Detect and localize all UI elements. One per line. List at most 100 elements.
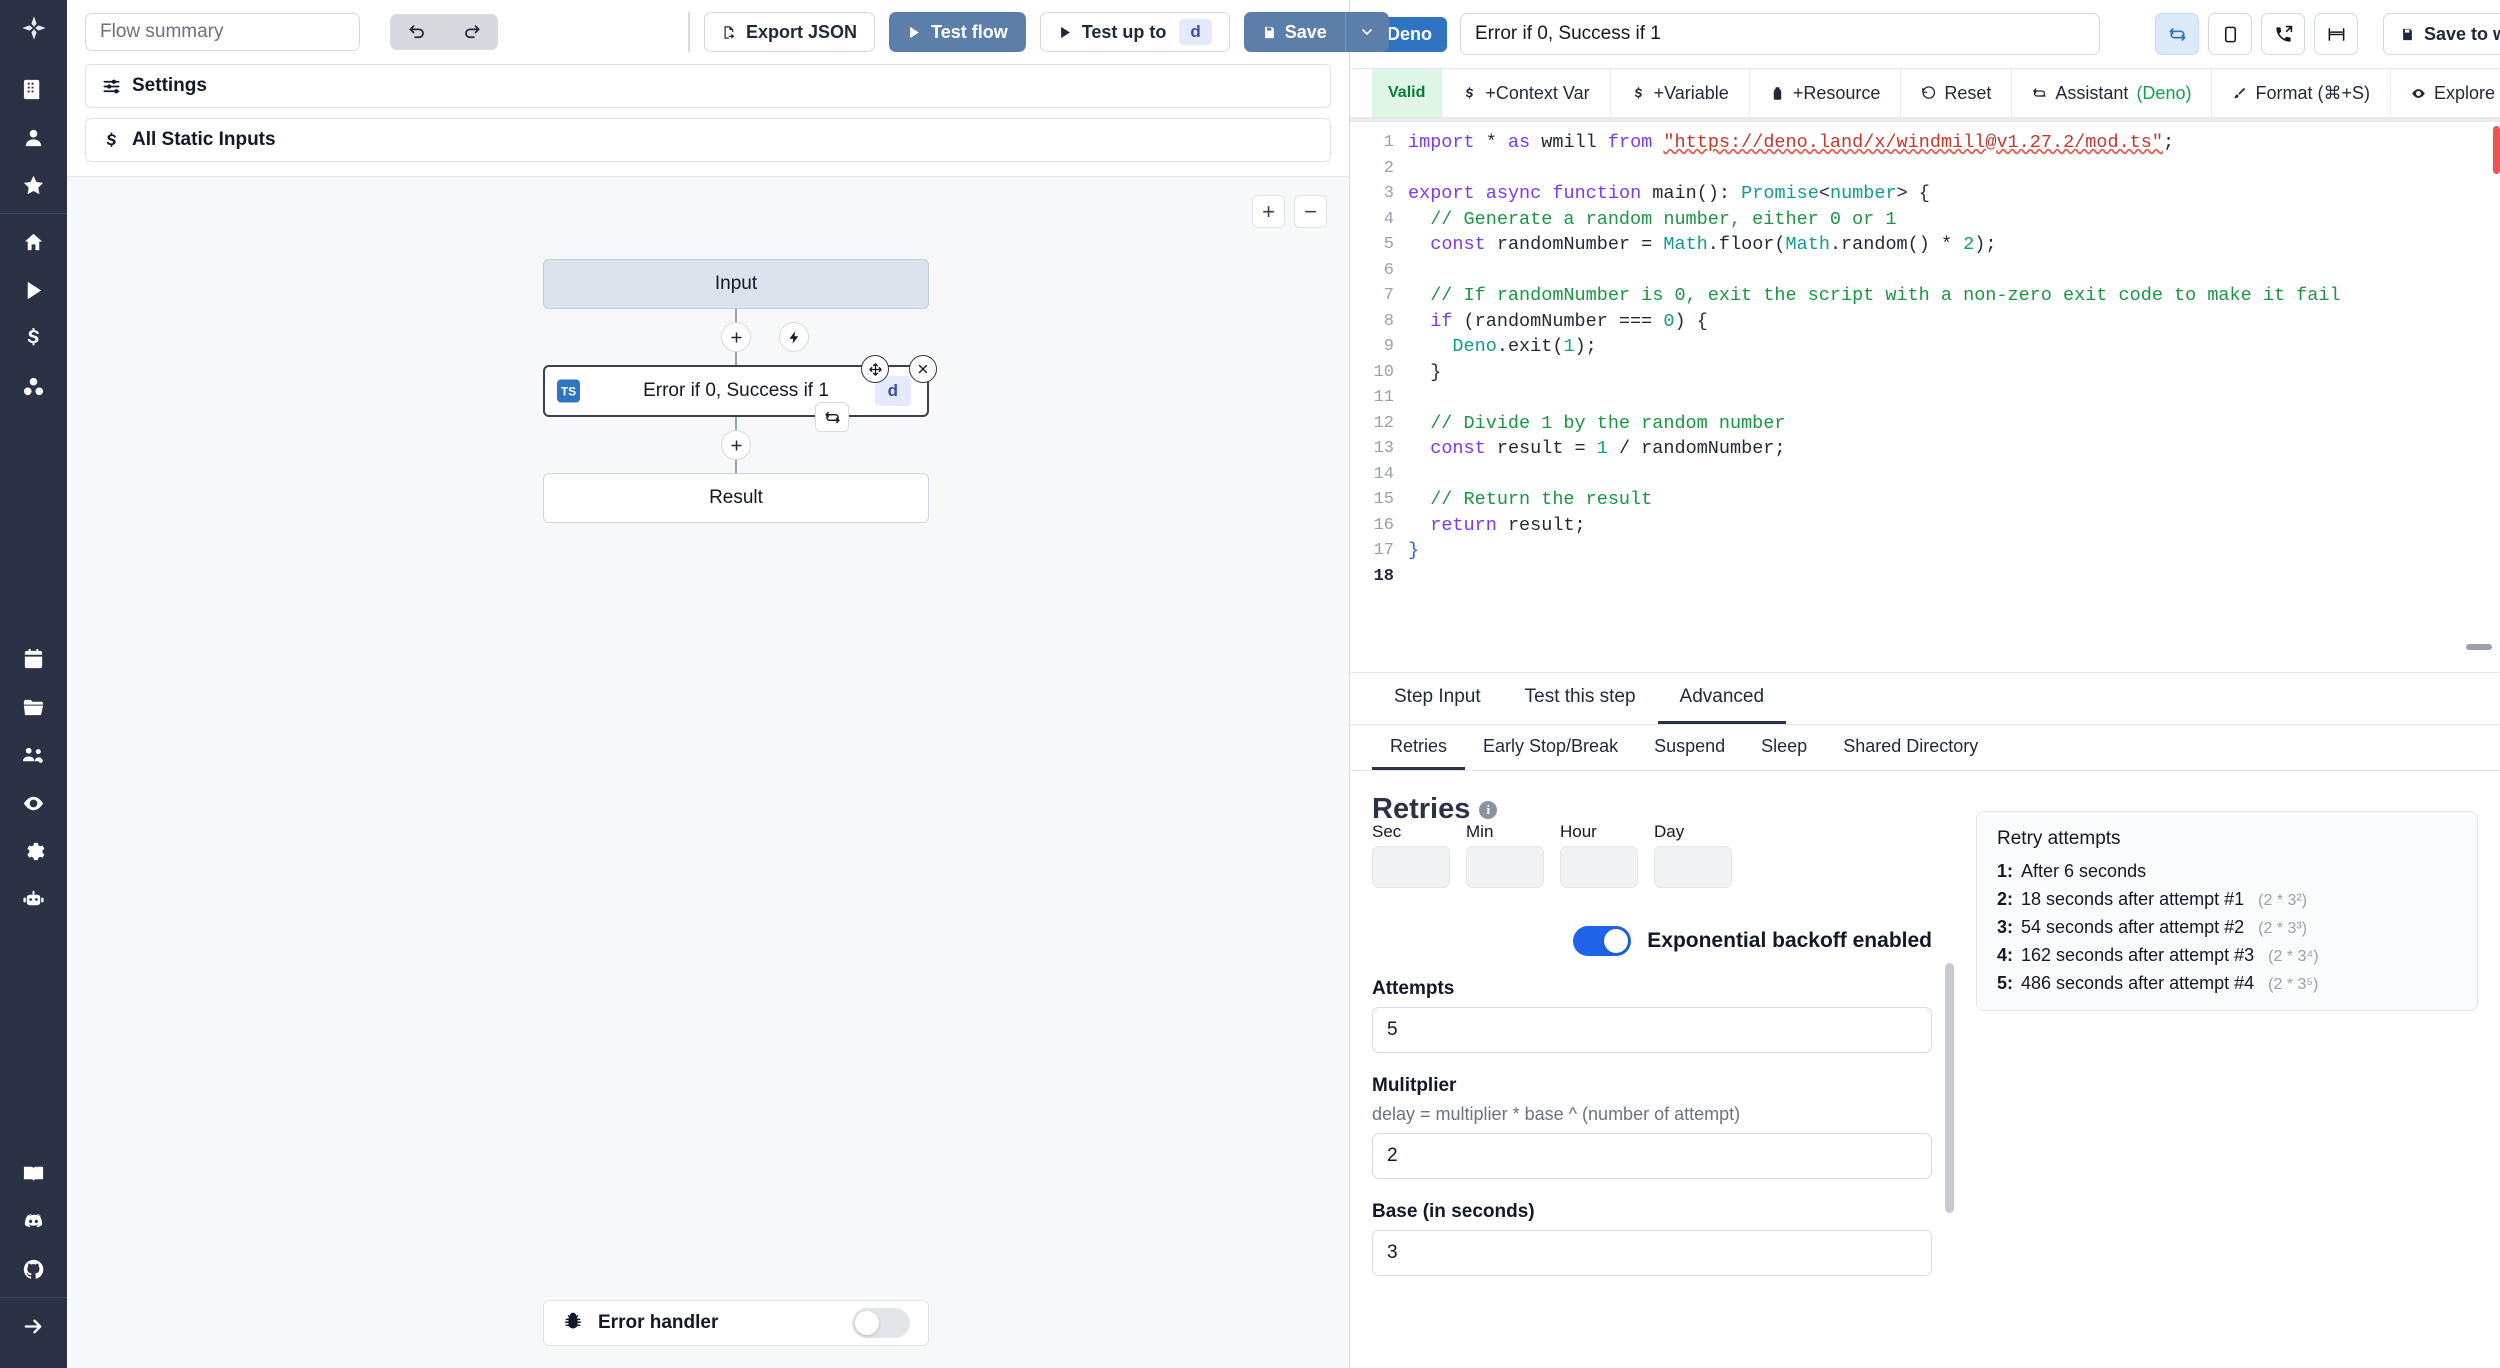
tab-test-this-step[interactable]: Test this step: [1524, 686, 1636, 707]
field-min-input[interactable]: [1466, 846, 1544, 888]
subtab-suspend[interactable]: Suspend: [1654, 735, 1726, 756]
sidebar-item-audit-logs[interactable]: [0, 780, 67, 828]
export-json-button[interactable]: Export JSON: [704, 12, 876, 52]
sidebar-item-groups[interactable]: [0, 732, 67, 780]
code-line[interactable]: 8 if (randomNumber === 0) {: [1350, 309, 2500, 335]
assistant-button[interactable]: Assistant (Deno): [2012, 69, 2213, 117]
save-button[interactable]: Save: [1243, 12, 1345, 52]
add-resource-button[interactable]: +Resource: [1750, 69, 1902, 117]
code-line[interactable]: 14: [1350, 462, 2500, 488]
code-text[interactable]: Deno.exit(1);: [1452, 336, 1597, 357]
subtab-sleep[interactable]: Sleep: [1761, 735, 1808, 756]
code-line[interactable]: 16 return result;: [1350, 513, 2500, 539]
code-text[interactable]: // Return the result: [1408, 489, 1653, 510]
code-text[interactable]: const result = 1 / randomNumber;: [1430, 438, 1786, 459]
reset-button[interactable]: Reset: [1901, 69, 2013, 117]
path-field[interactable]: Path u/henri/error_generator: [688, 12, 690, 52]
code-text[interactable]: if (randomNumber === 0) {: [1430, 310, 1708, 332]
sidebar-item-favorites[interactable]: [0, 161, 67, 209]
subtab-shared-directory[interactable]: Shared Directory: [1843, 735, 1979, 756]
sidebar-item-folders[interactable]: [0, 684, 67, 732]
code-line[interactable]: 2: [1350, 156, 2500, 182]
code-line[interactable]: 4 // Generate a random number, either 0 …: [1350, 207, 2500, 233]
script-name-input[interactable]: [1460, 13, 2100, 55]
subtab-retries[interactable]: Retries: [1372, 725, 1466, 770]
code-line[interactable]: 12 // Divide 1 by the random number: [1350, 411, 2500, 437]
sidebar-item-workspace[interactable]: [0, 65, 67, 113]
code-text[interactable]: }: [1408, 361, 1442, 383]
sidebar-item-variables[interactable]: [0, 314, 67, 362]
field-sec-input[interactable]: [1372, 846, 1450, 888]
sidebar-item-user[interactable]: [0, 113, 67, 161]
multiplier-input[interactable]: [1372, 1133, 1932, 1179]
save-to-workspace-button[interactable]: Save to workspace: [2383, 13, 2500, 55]
expand-sidebar-arrow-right-icon[interactable]: [0, 1302, 67, 1350]
code-text[interactable]: // If randomNumber is 0, exit the script…: [1408, 285, 2341, 306]
format-button[interactable]: Format (⌘+S): [2212, 69, 2391, 117]
zoom-in-button[interactable]: +: [1252, 195, 1285, 228]
add-step-button-bottom[interactable]: [721, 430, 751, 460]
add-step-button-top[interactable]: [721, 322, 751, 352]
test-flow-button[interactable]: Test flow: [889, 12, 1026, 52]
sidebar-item-docs[interactable]: [0, 1149, 67, 1197]
node-step-selected[interactable]: TS Error if 0, Success if 1 d: [543, 355, 937, 432]
code-text[interactable]: const randomNumber = Math.floor(Math.ran…: [1430, 234, 1997, 255]
code-text[interactable]: import * as wmill from "https://deno.lan…: [1408, 132, 2175, 153]
sidebar-item-home[interactable]: [0, 218, 67, 266]
sidebar-item-workers[interactable]: [0, 876, 67, 924]
exponential-backoff-toggle[interactable]: [1573, 926, 1632, 956]
tab-step-input[interactable]: Step Input: [1394, 686, 1481, 707]
sidebar-item-github[interactable]: [0, 1245, 67, 1293]
flow-summary-input[interactable]: [85, 13, 360, 51]
zoom-out-button[interactable]: −: [1294, 195, 1327, 228]
sidebar-item-schedules[interactable]: [0, 636, 67, 684]
error-handler-toggle[interactable]: [852, 1308, 910, 1338]
code-text[interactable]: // Generate a random number, either 0 or…: [1408, 208, 1897, 230]
retries-icon[interactable]: [2155, 13, 2199, 55]
delete-step-close-icon[interactable]: [909, 355, 937, 383]
code-line[interactable]: 9 Deno.exit(1);: [1350, 334, 2500, 360]
undo-button[interactable]: [390, 14, 444, 50]
shared-directory-icon[interactable]: [2314, 13, 2358, 55]
flow-canvas[interactable]: + − Input TS Error if 0, Success if 1 d: [67, 176, 1349, 1368]
retries-scrollbar[interactable]: [1945, 963, 1954, 1213]
error-handler-row[interactable]: Error handler: [543, 1300, 929, 1346]
sidebar-item-resources[interactable]: [0, 362, 67, 410]
field-day-input[interactable]: [1654, 846, 1732, 888]
code-line[interactable]: 10 }: [1350, 360, 2500, 386]
save-dropdown-chevron-down-icon[interactable]: [1344, 12, 1389, 52]
windmill-logo-icon[interactable]: [20, 14, 48, 47]
code-line[interactable]: 5 const randomNumber = Math.floor(Math.r…: [1350, 232, 2500, 258]
code-line[interactable]: 18: [1350, 564, 2500, 590]
code-line[interactable]: 17}: [1350, 538, 2500, 564]
sidebar-item-settings[interactable]: [0, 828, 67, 876]
all-static-inputs-strip[interactable]: All Static Inputs: [85, 118, 1331, 162]
info-icon[interactable]: i: [1479, 800, 1498, 819]
code-line[interactable]: 11: [1350, 385, 2500, 411]
suspend-call-icon[interactable]: [2261, 13, 2305, 55]
field-hour-input[interactable]: [1560, 846, 1638, 888]
add-variable-button[interactable]: +Variable: [1611, 69, 1750, 117]
early-stop-icon[interactable]: [2208, 13, 2252, 55]
code-text[interactable]: // Divide 1 by the random number: [1408, 412, 1786, 434]
sidebar-item-discord[interactable]: [0, 1197, 67, 1245]
test-up-to-button[interactable]: Test up to d: [1039, 12, 1230, 52]
code-line[interactable]: 7 // If randomNumber is 0, exit the scri…: [1350, 283, 2500, 309]
node-result[interactable]: Result: [543, 473, 929, 523]
code-text[interactable]: }: [1408, 540, 1420, 561]
sidebar-item-runs[interactable]: [0, 266, 67, 314]
move-step-handle-icon[interactable]: [861, 355, 889, 383]
add-context-var-button[interactable]: +Context Var: [1442, 69, 1611, 117]
base-input[interactable]: [1372, 1230, 1932, 1276]
node-input[interactable]: Input: [543, 259, 929, 309]
explore-other-scripts-button[interactable]: Explore other s: [2391, 69, 2500, 117]
tab-advanced[interactable]: Advanced: [1657, 673, 1787, 724]
code-horizontal-scrollbar-track[interactable]: [1350, 118, 2500, 122]
code-scroll-thumb[interactable]: [2466, 644, 2492, 650]
code-line[interactable]: 6: [1350, 258, 2500, 284]
settings-strip[interactable]: Settings: [85, 64, 1331, 108]
